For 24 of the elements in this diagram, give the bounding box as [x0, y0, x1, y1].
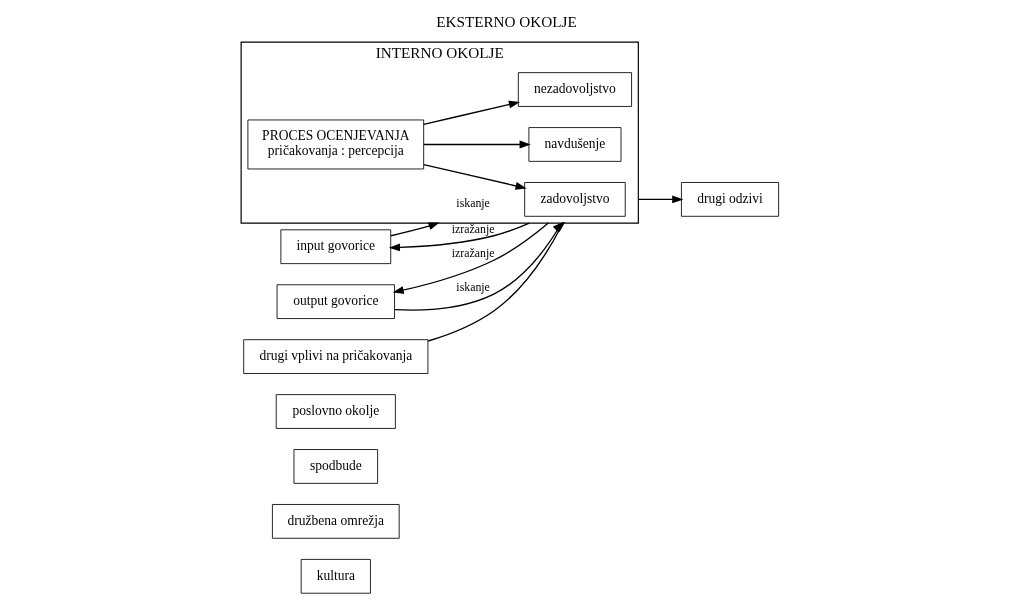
node-box: kultura: [300, 559, 371, 594]
node-box: navdušenje: [528, 127, 622, 162]
diagram-title: EKSTERNO OKOLJE: [436, 13, 577, 31]
edge-label: izražanje: [451, 246, 495, 261]
arrow: [392, 222, 550, 294]
node-box: drugi odzivi: [681, 182, 780, 217]
arrow: [388, 222, 530, 252]
arrow: [423, 140, 531, 149]
node-box: zadovoljstvo: [524, 182, 626, 217]
edge-label: iskanje: [456, 279, 490, 294]
node-box: družbena omrežja: [272, 504, 400, 539]
node-box: nezadovoljstvo: [517, 72, 632, 107]
node-box: spodbude: [293, 449, 379, 484]
node-box: poslovno okolje: [275, 394, 396, 429]
node-box: drugi vplivi na pričakovanja: [243, 339, 429, 374]
node-box: input govorice: [280, 229, 392, 265]
edge-label: iskanje: [456, 196, 490, 211]
node-box: PROCES OCENJEVANJA pričakovanja : percepcija: [247, 119, 425, 170]
arrow: [637, 195, 684, 204]
node-box: output govorice: [276, 284, 395, 319]
arrow: [423, 163, 527, 190]
arrow: [390, 222, 440, 237]
edge-label: izražanje: [451, 221, 495, 236]
arrow: [423, 100, 521, 125]
